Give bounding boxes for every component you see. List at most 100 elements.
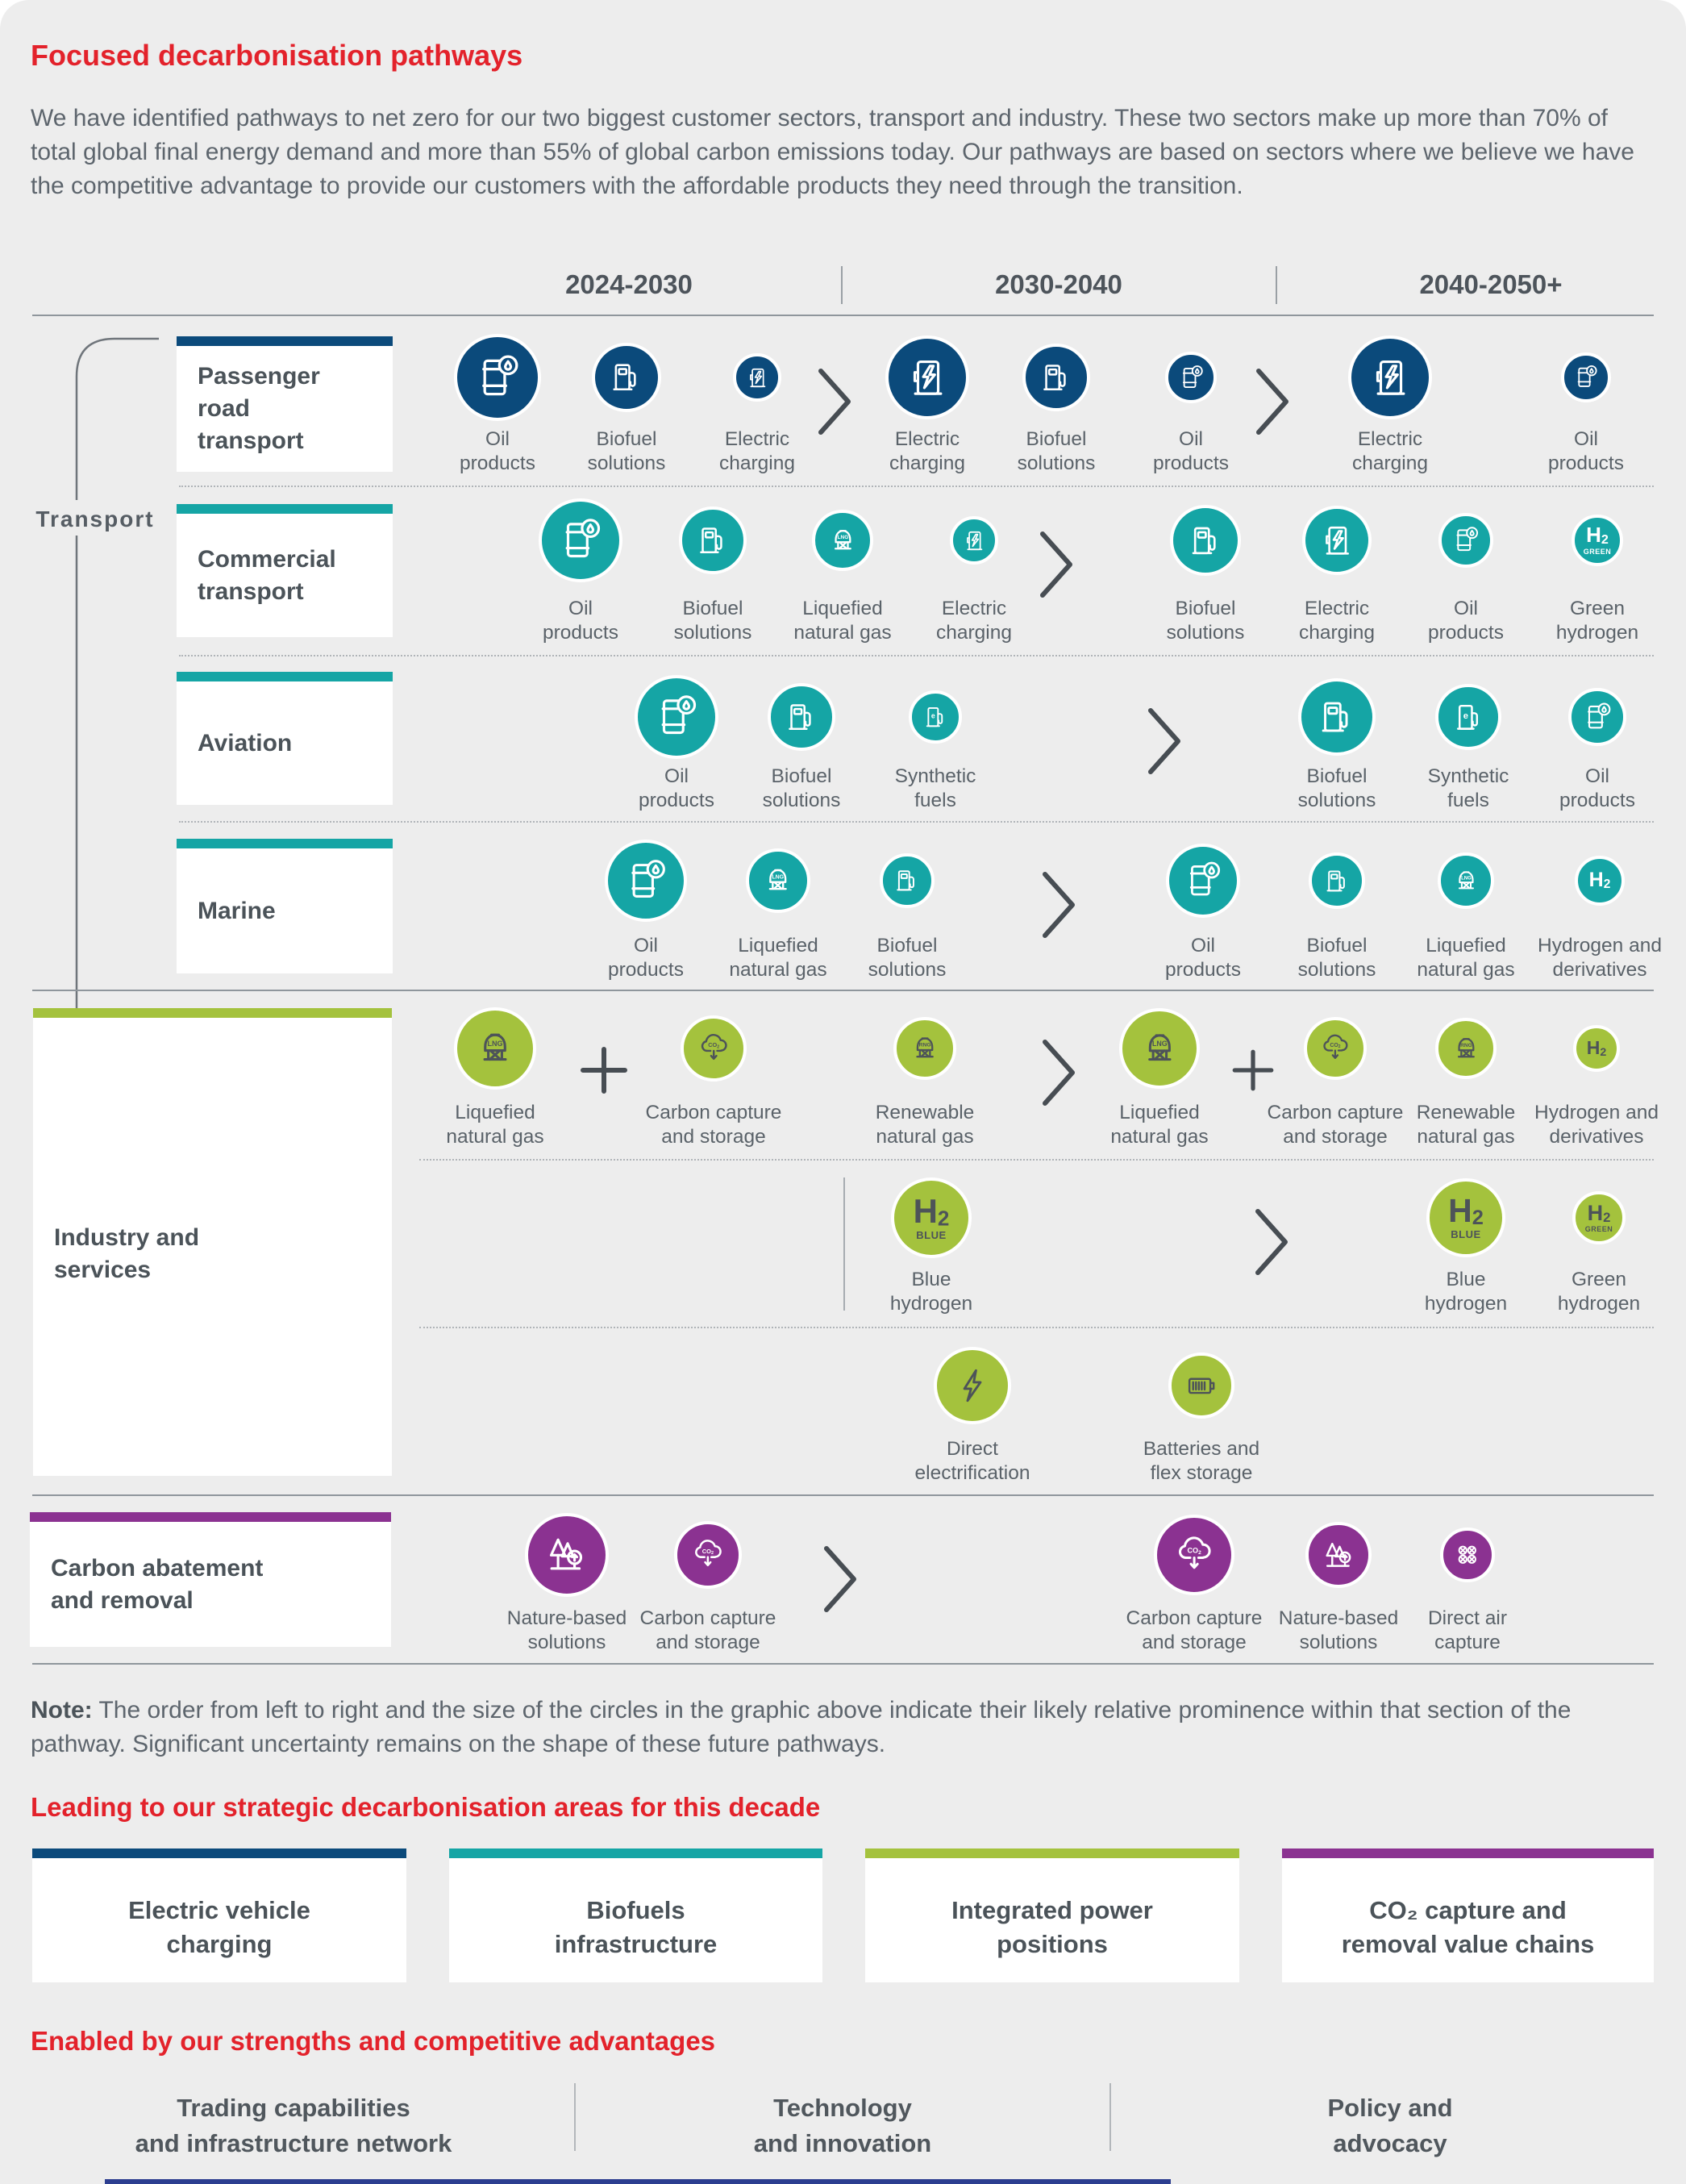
- lng-tank-icon-liquefied-natural-gas: LNG: [812, 510, 873, 571]
- chevron-right-icon: [814, 367, 855, 440]
- icon-label-liquefied-natural-gas: Liquefied natural gas: [729, 935, 827, 981]
- chevron-right-icon: [1036, 530, 1076, 603]
- icon-label-electric-charging: Electric charging: [1299, 598, 1375, 644]
- strategy-box-label: Biofuels infrastructure: [554, 1896, 718, 1958]
- icon-label-biofuel-solutions: Biofuel solutions: [1297, 935, 1376, 981]
- separator-dotted: [419, 1159, 1654, 1161]
- strategy-box-accent: [1282, 1848, 1654, 1858]
- sector-card-passenger-road-transport: Passenger road transport: [177, 336, 393, 472]
- fuel-pump-icon-biofuel-solutions: [1022, 344, 1090, 411]
- strategy-box-electric-vehicle-charging: Electric vehicle charging: [32, 1848, 406, 1982]
- icon-label-hydrogen-and-derivatives: Hydrogen and derivatives: [1538, 935, 1662, 981]
- strength-technology: Technology and innovation: [753, 2094, 932, 2157]
- co2-cloud-icon-carbon-capture-and-storage: CO2: [681, 1015, 747, 1082]
- note-text: The order from left to right and the siz…: [31, 1697, 1572, 1757]
- icon-label-biofuel-solutions: Biofuel solutions: [1017, 428, 1096, 474]
- oil-barrel-icon-oil-products: [605, 840, 687, 922]
- svg-text:LNG: LNG: [772, 875, 785, 881]
- period-header-2024-2030: 2024-2030: [565, 269, 693, 299]
- svg-text:LNG: LNG: [1461, 876, 1472, 881]
- icon-label-synthetic-fuels: Synthetic fuels: [894, 765, 976, 811]
- fuel-pump-icon-biofuel-solutions: [592, 343, 661, 412]
- separator-line: [32, 1663, 1654, 1665]
- fuel-pump-icon-biofuel-solutions: [679, 506, 747, 574]
- icon-label-electric-charging: Electric charging: [936, 598, 1012, 644]
- icon-label-carbon-capture-and-storage: Carbon capture and storage: [1267, 1102, 1404, 1148]
- trees-icon-nature-based-solutions: [525, 1513, 609, 1597]
- oil-barrel-icon-oil-products: [1166, 844, 1240, 918]
- icon-label-biofuel-solutions: Biofuel solutions: [1297, 765, 1376, 811]
- h2-icon-hydrogen-and-derivatives: H2: [1573, 1025, 1620, 1072]
- sector-card-label: Commercial transport: [198, 545, 336, 605]
- svg-text:CO2: CO2: [1187, 1546, 1201, 1556]
- svg-text:e: e: [1463, 711, 1467, 721]
- fuel-pump-icon-biofuel-solutions: [768, 683, 835, 751]
- lng-tank-icon-liquefied-natural-gas: LNG: [746, 848, 810, 913]
- icon-label-synthetic-fuels: Synthetic fuels: [1427, 765, 1509, 811]
- lng-tank-icon-liquefied-natural-gas: LNG: [1119, 1008, 1200, 1089]
- svg-text:RNG: RNG: [919, 1043, 931, 1048]
- icon-label-oil-products: Oil products: [1165, 935, 1241, 981]
- icon-label-oil-products: Oil products: [460, 428, 535, 474]
- ev-charger-icon-electric-charging: [1348, 336, 1432, 419]
- lng-tank-icon-liquefied-natural-gas: LNG: [454, 1007, 536, 1090]
- icon-label-liquefied-natural-gas: Liquefied natural gas: [446, 1102, 544, 1148]
- separator-dotted: [179, 655, 1654, 656]
- direct-air-capture-icon-direct-air-capture: [1440, 1528, 1495, 1582]
- icon-label-direct-air-capture: Direct air capture: [1427, 1607, 1507, 1653]
- icon-label-hydrogen-and-derivatives: Hydrogen and derivatives: [1534, 1102, 1659, 1148]
- strategy-box-co2-capture-and-removal-value-chains: CO₂ capture and removal value chains: [1282, 1848, 1654, 1982]
- sector-card-accent: [30, 1512, 391, 1522]
- fuel-pump-icon-biofuel-solutions: [1170, 505, 1241, 576]
- svg-text:LNG: LNG: [837, 535, 848, 540]
- icon-label-biofuel-solutions: Biofuel solutions: [587, 428, 666, 474]
- sector-card-label: Passenger road transport: [198, 363, 320, 454]
- strength-policy: Policy and advocacy: [1327, 2094, 1453, 2157]
- chevron-right-icon: [1039, 1038, 1079, 1111]
- sector-card-accent: [177, 504, 393, 514]
- fuel-pump-icon-biofuel-solutions: [1309, 852, 1365, 909]
- sector-card-marine: Marine: [177, 839, 393, 973]
- rng-tank-icon-renewable-natural-gas: RNG: [893, 1017, 956, 1080]
- icon-label-oil-products: Oil products: [608, 935, 684, 981]
- svg-text:LNG: LNG: [1152, 1040, 1168, 1048]
- note: Note: The order from left to right and t…: [31, 1694, 1631, 1761]
- sector-card-industry-and-services: Industry and services: [33, 1008, 392, 1476]
- ev-charger-icon-electric-charging: [1302, 506, 1372, 575]
- icon-label-oil-products: Oil products: [543, 598, 618, 644]
- svg-text:CO2: CO2: [702, 1548, 714, 1556]
- strategy-box-label: Electric vehicle charging: [128, 1896, 310, 1958]
- ev-charger-icon-electric-charging: [733, 353, 781, 402]
- trees-icon-nature-based-solutions: [1305, 1522, 1372, 1588]
- sector-card-label: Industry and services: [54, 1224, 200, 1283]
- icon-label-green-hydrogen: Green hydrogen: [1557, 1269, 1641, 1315]
- strategy-box-accent: [32, 1848, 406, 1858]
- icon-label-liquefied-natural-gas: Liquefied natural gas: [793, 598, 892, 644]
- lng-tank-icon-liquefied-natural-gas: LNG: [1438, 852, 1494, 909]
- sector-card-accent: [33, 1008, 392, 1018]
- icon-label-electric-charging: Electric charging: [719, 428, 795, 474]
- icon-label-batteries-and-flex-storage: Batteries and flex storage: [1143, 1438, 1260, 1484]
- transport-group-label: Transport: [19, 503, 172, 536]
- footer-bar: [105, 2179, 1171, 2184]
- oil-barrel-icon-oil-products: [1568, 688, 1626, 746]
- sector-card-label: Aviation: [198, 729, 293, 756]
- svg-text:RNG: RNG: [1460, 1043, 1472, 1048]
- icon-label-oil-products: Oil products: [1548, 428, 1624, 474]
- plus-icon: [1230, 1048, 1276, 1097]
- sector-card-commercial-transport: Commercial transport: [177, 504, 393, 637]
- sector-card-carbon-abatement-and-removal: Carbon abatement and removal: [30, 1512, 391, 1647]
- separator-line: [32, 1494, 1654, 1496]
- icon-label-carbon-capture-and-storage: Carbon capture and storage: [645, 1102, 782, 1148]
- period-header-2030-2040: 2030-2040: [995, 269, 1122, 299]
- chevron-right-icon: [1039, 870, 1079, 944]
- oil-barrel-icon-oil-products: [454, 334, 541, 421]
- icon-label-carbon-capture-and-storage: Carbon capture and storage: [1126, 1607, 1263, 1653]
- plus-icon: [578, 1044, 630, 1100]
- icon-label-electric-charging: Electric charging: [889, 428, 965, 474]
- strategy-box-integrated-power-positions: Integrated power positions: [865, 1848, 1239, 1982]
